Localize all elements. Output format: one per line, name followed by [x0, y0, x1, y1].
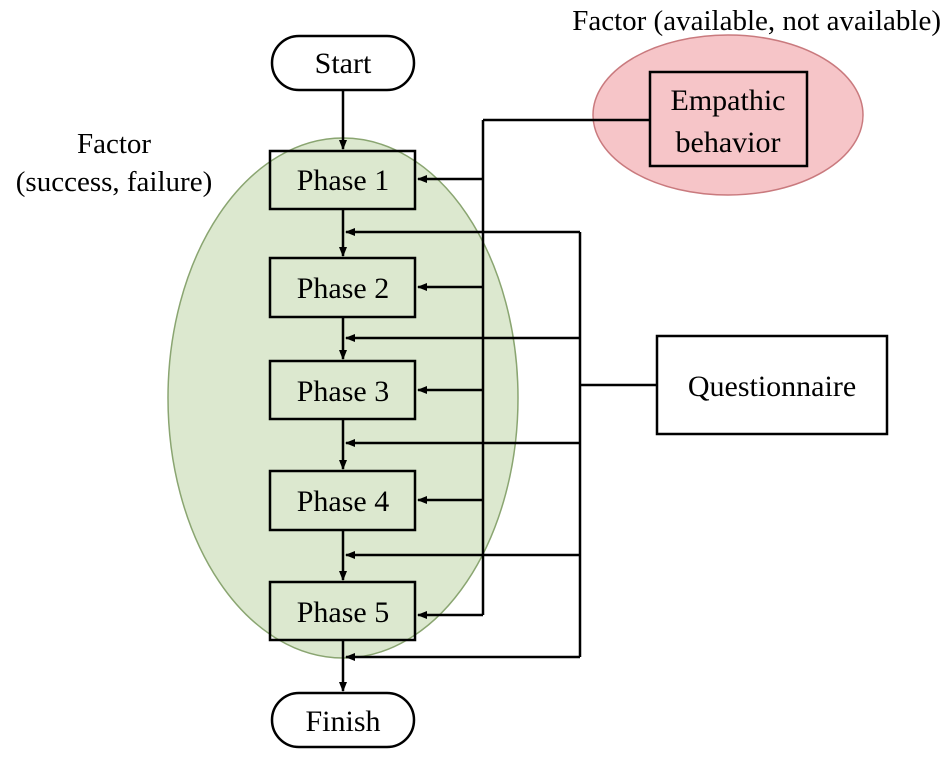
- start-label: Start: [315, 47, 372, 80]
- finish-node: Finish: [270, 691, 416, 749]
- empathic-behavior-line-1: Empathic: [671, 84, 786, 117]
- empathic-behavior-feed: [417, 118, 650, 619]
- empathic-behavior-node: Empathic behavior: [648, 70, 809, 168]
- phase-1-node: Phase 1: [268, 149, 417, 211]
- success-factor-label-line-2: (success, failure): [16, 166, 212, 198]
- finish-label: Finish: [305, 705, 380, 738]
- phase-5-label: Phase 5: [297, 596, 390, 629]
- phase-4-node: Phase 4: [268, 469, 417, 532]
- phase-3-label: Phase 3: [297, 375, 390, 408]
- empathy-factor-ellipse: [592, 34, 864, 196]
- questionnaire-label: Questionnaire: [688, 370, 856, 403]
- questionnaire-node: Questionnaire: [655, 334, 889, 436]
- phase-1-label: Phase 1: [297, 164, 390, 197]
- phase-4-label: Phase 4: [297, 485, 390, 518]
- start-node: Start: [270, 34, 416, 92]
- phase-2-node: Phase 2: [268, 256, 417, 319]
- empathy-factor-title: Factor (available, not available): [572, 5, 941, 37]
- empathic-behavior-line-2: behavior: [676, 126, 781, 159]
- phase-3-node: Phase 3: [268, 359, 417, 421]
- success-factor-label-line-1: Factor: [77, 128, 151, 160]
- questionnaire-feed: [345, 228, 657, 661]
- phase-2-label: Phase 2: [297, 272, 390, 305]
- phase-5-node: Phase 5: [268, 580, 417, 642]
